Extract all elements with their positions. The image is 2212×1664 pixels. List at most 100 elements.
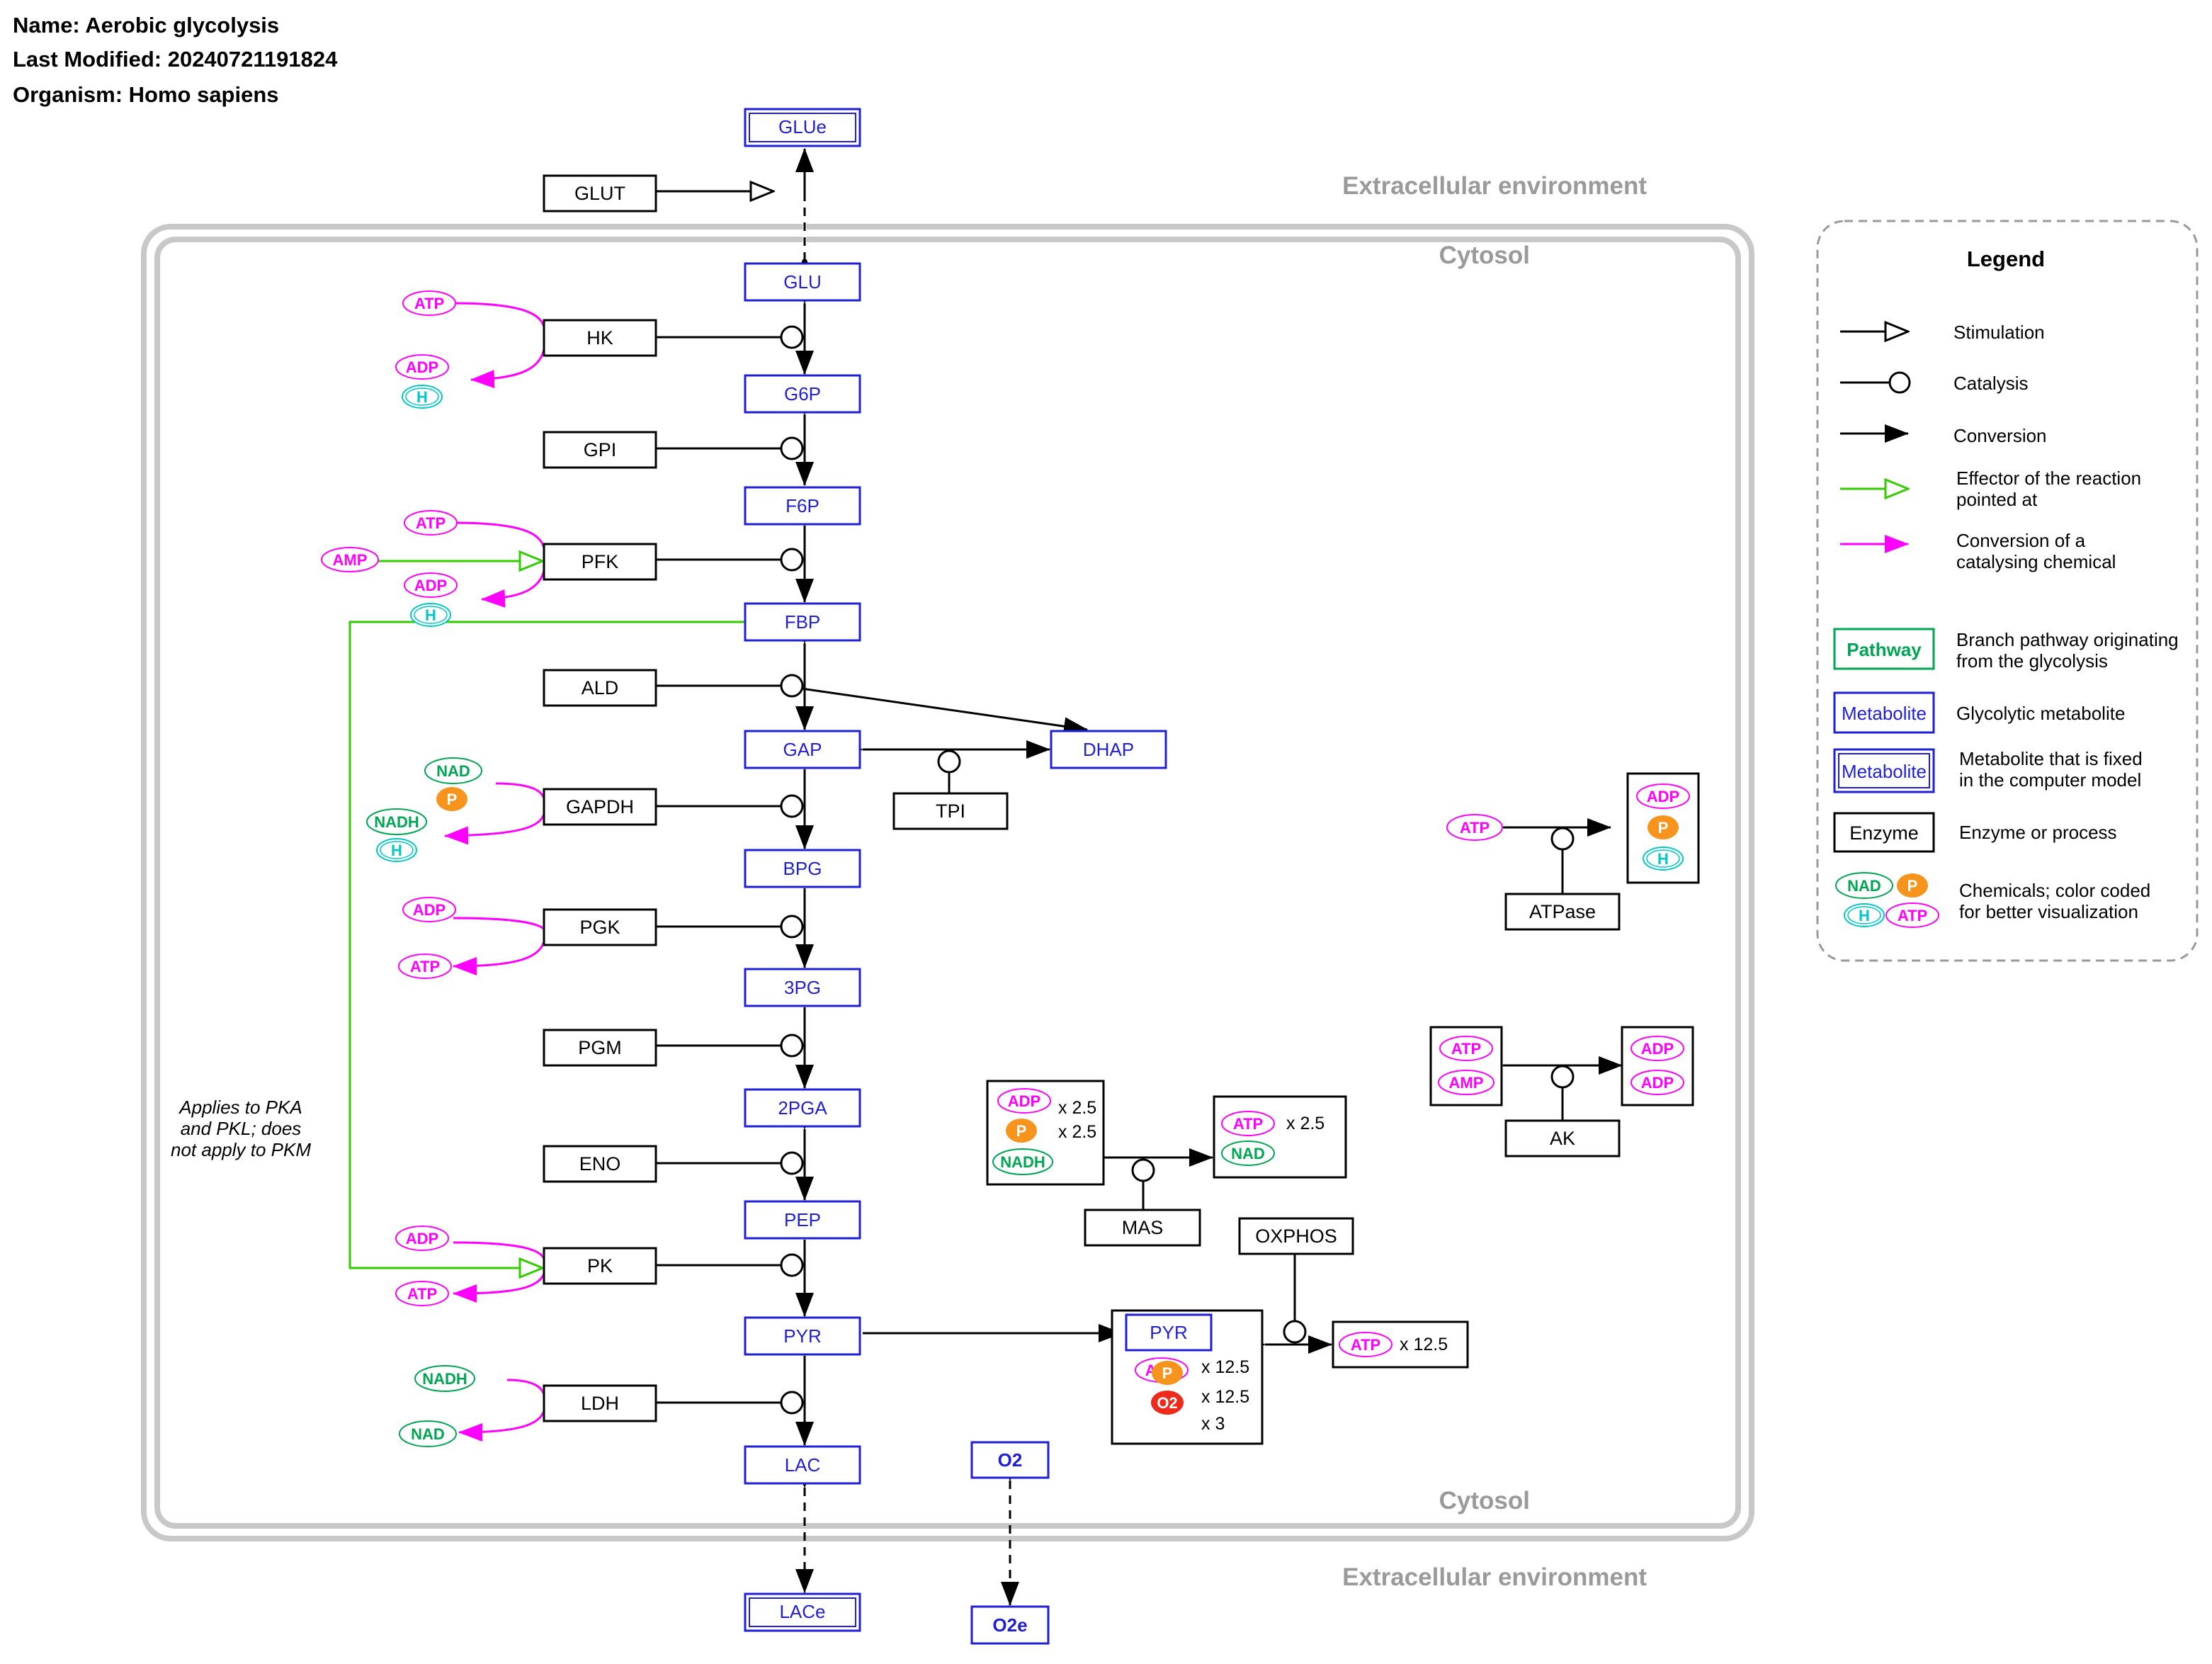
metabolite-f6p: F6P [785,495,819,516]
chem-pgk-adp: ADP [413,901,446,919]
mult-mas-adp: x 2.5 [1058,1098,1096,1118]
enzyme-pfk: PFK [582,551,619,572]
enzyme-pk: PK [587,1255,613,1277]
catalysis-circles [780,325,1575,1415]
svg-text:not apply to PKM: not apply to PKM [171,1139,311,1160]
metabolite-o2e: O2e [992,1614,1027,1636]
mult-mas-p: x 2.5 [1058,1122,1096,1142]
chem-pgk-atp: ATP [410,958,440,975]
svg-text:for better visualization: for better visualization [1959,901,2138,922]
catalysis-lines [656,336,1564,1404]
chem-atpase-h: H [1657,850,1669,868]
metabolite-lace: LACe [779,1601,825,1622]
metabolite-3pg: 3PG [784,977,821,998]
enzyme-eno: ENO [579,1153,621,1175]
chem-mas-adp: ADP [1008,1092,1040,1110]
enzyme-mas: MAS [1122,1217,1164,1238]
chem-hk-adp: ADP [406,358,438,376]
metabolite-o2: O2 [998,1449,1023,1471]
svg-text:Conversion: Conversion [1953,425,2047,446]
enzyme-ak: AK [1550,1128,1575,1149]
side-conversions [1096,818,1623,1354]
chem-mas-nad: NAD [1231,1145,1265,1162]
legend-enzyme-box: Enzyme [1849,822,1919,844]
legend-title: Legend [1967,247,2045,271]
svg-text:from the glycolysis: from the glycolysis [1956,650,2108,672]
chem-ak-amp: AMP [1449,1074,1484,1092]
chem-pk-atp: ATP [407,1285,437,1303]
legend-chem-h: H [1859,907,1870,924]
mito-pyr-box [1125,1313,1213,1352]
enzyme-oxphos: OXPHOS [1255,1226,1337,1247]
chem-pk-adp: ADP [406,1230,438,1247]
chem-ldh-nad: NAD [411,1425,445,1443]
main-chain-connectors [791,148,1123,1606]
legend-fixed-metabolite-box: Metabolite [1842,761,1927,782]
chem-ox-atp: ATP [1351,1336,1380,1354]
mult-ox-atp: x 12.5 [1400,1335,1448,1354]
chem-hk-h: H [416,388,428,406]
legend-chem-p: P [1907,877,1918,895]
svg-text:Enzyme or process: Enzyme or process [1959,822,2117,843]
chem-gapdh-h: H [391,842,402,859]
metabolite-fbp: FBP [785,611,821,633]
enzyme-glut: GLUT [574,183,625,204]
chem-ak-adp-2: ADP [1641,1074,1674,1092]
svg-text:Metabolite that is fixed: Metabolite that is fixed [1959,748,2143,769]
svg-text:Conversion of a: Conversion of a [1956,530,2086,551]
enzyme-ldh: LDH [581,1393,619,1414]
svg-text:and PKL; does: and PKL; does [181,1118,302,1139]
metabolite-2pga: 2PGA [778,1097,827,1119]
svg-text:Effector of the reaction: Effector of the reaction [1956,468,2141,489]
chem-mas-p: P [1016,1122,1027,1140]
enzyme-hk: HK [586,327,613,349]
last-modified: Last Modified: 20240721191824 [13,47,338,72]
metabolites: GLUe GLU G6P F6P FBP GAP DHAP BPG 3PG 2P… [744,108,1167,1645]
chem-atpase-p: P [1658,819,1669,837]
metabolite-glu: GLU [783,271,821,293]
metabolite-pep: PEP [784,1209,821,1230]
legend-chem-atp: ATP [1898,907,1927,924]
legend-metabolite-box: Metabolite [1842,703,1927,724]
catalysing-chemical-arcs-green [444,782,547,1442]
mult-ox-p: x 12.5 [1201,1387,1249,1407]
chem-ox-p: P [1162,1364,1173,1382]
chem-gapdh-nad: NAD [436,762,470,780]
legend-chem-nad: NAD [1847,877,1881,895]
chem-pfk-atp: ATP [416,514,446,532]
chem-pfk-adp: ADP [414,577,447,594]
svg-text:Chemicals; color coded: Chemicals; color coded [1959,880,2150,901]
enzyme-gapdh: GAPDH [566,796,634,817]
enzyme-ald: ALD [582,677,619,698]
chem-mas-atp: ATP [1233,1115,1263,1133]
enzyme-pgm: PGM [578,1037,622,1058]
svg-text:Glycolytic metabolite: Glycolytic metabolite [1956,703,2125,724]
organism: Organism: Homo sapiens [13,82,279,107]
enzyme-gpi: GPI [584,439,617,460]
metabolite-dhap: DHAP [1083,739,1134,760]
pk-note: Applies to PKA and PKL; does not apply t… [171,1097,311,1160]
svg-text:Stimulation: Stimulation [1953,322,2045,343]
chem-pfk-amp: AMP [333,551,368,569]
enzymes: GLUT HK GPI PFK ALD TPI GAPDH PGK PGM EN… [543,174,1621,1422]
svg-text:Catalysis: Catalysis [1953,373,2028,394]
cytosol-label-bottom: Cytosol [1439,1487,1530,1515]
effector-lines [348,561,745,1268]
metabolite-glue: GLUe [778,116,827,137]
chem-atpase-adp: ADP [1647,788,1679,805]
svg-text:catalysing chemical: catalysing chemical [1956,551,2116,572]
svg-text:Applies to PKA: Applies to PKA [178,1097,302,1118]
legend: Legend Stimulation Catalysis Conversion … [1816,220,2199,962]
enzyme-tpi: TPI [936,800,965,822]
metabolite-pyr: PYR [783,1325,821,1347]
mult-mas-atp: x 2.5 [1286,1114,1325,1133]
svg-text:in the computer model: in the computer model [1959,769,2141,791]
enzyme-atpase: ATPase [1529,901,1596,922]
svg-text:pointed at: pointed at [1956,489,2038,510]
chem-gapdh-nadh: NADH [374,813,419,831]
cytosol-compartment [141,224,1754,1541]
chem-pfk-h: H [425,606,436,624]
chem-ldh-nadh: NADH [422,1370,467,1388]
chem-atpase-atp: ATP [1460,819,1490,837]
